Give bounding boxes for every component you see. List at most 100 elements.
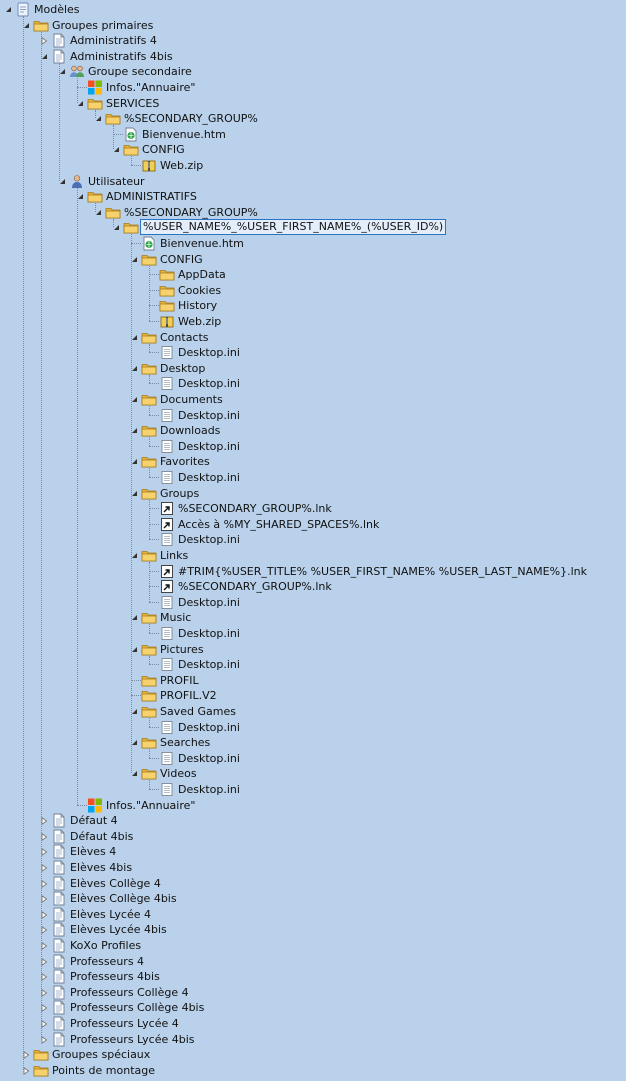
template-icon [15, 2, 31, 17]
collapse-arrow-icon[interactable] [130, 704, 139, 719]
tree-node-label: PROFIL [160, 674, 199, 687]
expand-arrow-icon[interactable] [40, 969, 49, 984]
zip-file-icon [159, 314, 175, 329]
tree-guide-line [149, 375, 150, 383]
tree-guide-line [131, 165, 141, 166]
tree-guide-line [149, 727, 159, 728]
collapse-arrow-icon[interactable] [130, 486, 139, 501]
tree-node-label: Défaut 4 [70, 814, 118, 827]
tree-node-label: Infos."Annuaire" [106, 81, 196, 94]
expand-arrow-icon[interactable] [40, 938, 49, 953]
expand-arrow-icon[interactable] [40, 922, 49, 937]
expand-arrow-icon[interactable] [40, 1016, 49, 1031]
folder-icon [159, 298, 175, 313]
tree-node-label: Professeurs Lycée 4 [70, 1017, 179, 1030]
collapse-arrow-icon[interactable] [130, 252, 139, 267]
expand-arrow-icon[interactable] [40, 860, 49, 875]
document-icon [51, 985, 67, 1000]
collapse-arrow-icon[interactable] [40, 49, 49, 64]
collapse-arrow-icon[interactable] [58, 174, 67, 189]
collapse-arrow-icon[interactable] [130, 392, 139, 407]
expand-arrow-icon[interactable] [40, 829, 49, 844]
expand-arrow-icon[interactable] [40, 985, 49, 1000]
expand-arrow-icon[interactable] [40, 1000, 49, 1015]
collapse-arrow-icon[interactable] [130, 735, 139, 750]
tree-node-label: History [178, 299, 218, 312]
tree-node-label: CONFIG [142, 143, 185, 156]
tree-node-label: Elèves Collège 4bis [70, 892, 177, 905]
windows-logo-icon [87, 798, 103, 813]
tree-guide-line [149, 664, 159, 665]
collapse-arrow-icon[interactable] [94, 111, 103, 126]
tree-node-label: Desktop.ini [178, 783, 240, 796]
tree-node-label: Desktop.ini [178, 596, 240, 609]
folder-icon [141, 704, 157, 719]
tree-node-label: %SECONDARY_GROUP%.lnk [178, 502, 332, 515]
tree-node-label: Contacts [160, 331, 209, 344]
tree-node-label: Utilisateur [88, 175, 145, 188]
tree-node-label: %USER_NAME%_%USER_FIRST_NAME%_(%USER_ID%… [140, 219, 447, 235]
collapse-arrow-icon[interactable] [76, 189, 85, 204]
document-icon [51, 907, 67, 922]
expand-arrow-icon[interactable] [40, 954, 49, 969]
user-icon [69, 174, 85, 189]
tree-guide-line [131, 695, 141, 696]
tree-node-label: Desktop.ini [178, 471, 240, 484]
tree-guide-line [149, 352, 159, 353]
html-file-icon [141, 236, 157, 251]
collapse-arrow-icon[interactable] [130, 610, 139, 625]
tree-guide-line [149, 602, 159, 603]
collapse-arrow-icon[interactable] [112, 142, 121, 157]
tree-guide-line [149, 718, 150, 727]
collapse-arrow-icon[interactable] [58, 64, 67, 79]
expand-arrow-icon[interactable] [40, 813, 49, 828]
expand-arrow-icon[interactable] [40, 844, 49, 859]
tree-node-label: Groupes primaires [52, 19, 154, 32]
collapse-arrow-icon[interactable] [112, 220, 121, 235]
tree-node-label: Bienvenue.htm [160, 237, 244, 250]
expand-arrow-icon[interactable] [40, 876, 49, 891]
collapse-arrow-icon[interactable] [130, 361, 139, 376]
tree-guide-line [131, 156, 132, 165]
collapse-arrow-icon[interactable] [130, 642, 139, 657]
collapse-arrow-icon[interactable] [130, 548, 139, 563]
tree-node-label: Accès à %MY_SHARED_SPACES%.lnk [178, 518, 380, 531]
tree-guide-line [59, 63, 60, 181]
collapse-arrow-icon[interactable] [130, 766, 139, 781]
collapse-arrow-icon[interactable] [130, 423, 139, 438]
tree-guide-line [149, 624, 150, 633]
tree-node-label: Music [160, 611, 192, 624]
folder-icon [159, 267, 175, 282]
collapse-arrow-icon[interactable] [4, 2, 13, 17]
ini-file-icon [159, 408, 175, 423]
tree-guide-line [113, 134, 123, 135]
collapse-arrow-icon[interactable] [130, 330, 139, 345]
folder-icon [141, 252, 157, 267]
folder-icon [141, 330, 157, 345]
expand-arrow-icon[interactable] [22, 1063, 31, 1078]
shortcut-icon [159, 501, 175, 516]
expand-arrow-icon[interactable] [40, 33, 49, 48]
tree-node-label: %SECONDARY_GROUP%.lnk [178, 580, 332, 593]
expand-arrow-icon[interactable] [40, 891, 49, 906]
tree-guide-line [149, 500, 150, 539]
tree-node-label: Saved Games [160, 705, 236, 718]
tree-node-label: %SECONDARY_GROUP% [124, 206, 258, 219]
tree-guide-line [149, 321, 159, 322]
expand-arrow-icon[interactable] [40, 907, 49, 922]
expand-arrow-icon[interactable] [22, 1047, 31, 1062]
tree-node-label: Searches [160, 736, 211, 749]
collapse-arrow-icon[interactable] [22, 18, 31, 33]
ini-file-icon [159, 751, 175, 766]
collapse-arrow-icon[interactable] [130, 454, 139, 469]
collapse-arrow-icon[interactable] [76, 96, 85, 111]
ini-file-icon [159, 720, 175, 735]
expand-arrow-icon[interactable] [40, 1032, 49, 1047]
ini-file-icon [159, 376, 175, 391]
tree-guide-line [149, 571, 159, 572]
tree-guide-line [131, 680, 141, 681]
tree-node-label: Défaut 4bis [70, 830, 134, 843]
collapse-arrow-icon[interactable] [94, 205, 103, 220]
tree-node-label: Desktop.ini [178, 346, 240, 359]
